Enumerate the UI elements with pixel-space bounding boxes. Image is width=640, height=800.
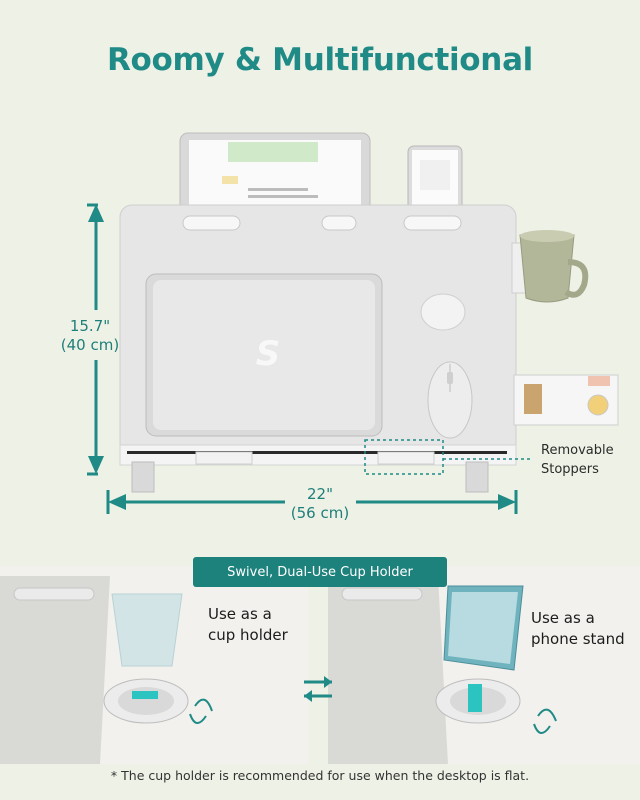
cup-holder-illustration xyxy=(0,576,213,764)
stoppers xyxy=(195,439,530,475)
phone-stand-use-label: Use as a phone stand xyxy=(531,609,625,648)
height-centimeters: (40 cm) xyxy=(60,336,120,354)
width-dimension-arrow xyxy=(106,490,518,514)
height-dimension-arrow xyxy=(87,203,104,476)
cup-holder-badge: Swivel, Dual-Use Cup Holder xyxy=(193,557,447,587)
phone-stand-panel xyxy=(328,566,640,764)
page-title: Roomy & Multifunctional xyxy=(106,42,534,78)
mouse xyxy=(427,361,473,439)
earbuds-case xyxy=(420,293,466,331)
laptop-logo: S xyxy=(255,334,281,374)
cup-holder-panel xyxy=(0,566,308,764)
height-inches: 15.7" xyxy=(69,317,111,335)
height-dimension-label: 15.7" (40 cm) xyxy=(40,317,140,355)
width-inches: 22" xyxy=(307,485,333,503)
removable-stoppers-callout: Removable Stoppers xyxy=(541,443,614,477)
swap-arrows-icon xyxy=(304,676,332,702)
cup-holder-with-mug xyxy=(511,230,589,303)
width-centimeters: (56 cm) xyxy=(290,504,350,522)
laptop xyxy=(145,273,383,437)
storage-drawer xyxy=(513,374,619,426)
phone-stand-illustration xyxy=(328,576,557,764)
width-dimension-label: 22" (56 cm) xyxy=(270,485,370,523)
footnote: * The cup holder is recommended for use … xyxy=(110,768,530,783)
cup-holder-use-label: Use as a cup holder xyxy=(208,605,288,644)
